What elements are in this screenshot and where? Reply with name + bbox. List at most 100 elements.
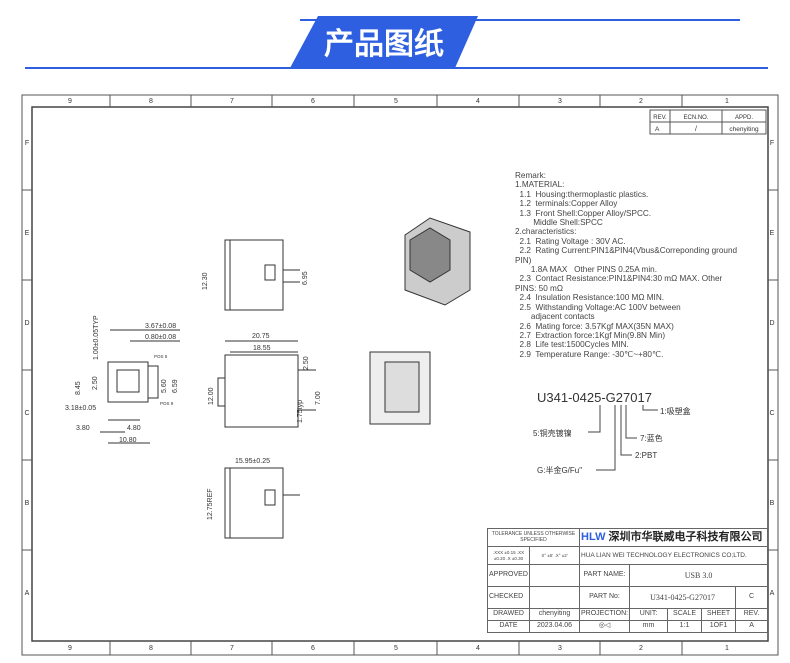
remark-line: 2.9 Temperature Range: -30℃~+80℃. [515,349,664,359]
dimension-label: 12.00 [208,387,215,405]
checked-value [528,586,581,609]
dimension-label: 7.00 [315,391,322,405]
remark-line: 2.characteristics: [515,227,577,237]
dimension-label: 8.45 [75,381,82,395]
drawed-label: DRAWED [487,608,530,621]
remark-line: 1.MATERIAL: [515,180,565,190]
row-label: D [769,320,774,327]
rev-value: A [735,620,769,633]
dimension-label: 18.55 [253,345,271,352]
page-title: 产品图纸 [324,28,444,61]
remark-line: 2.1 Rating Voltage : 30V AC. [515,236,626,246]
remark-line: Remark: [515,171,546,180]
row-label: C [769,410,774,417]
rev-label: REV. [735,608,769,621]
sheet-label: SHEET [701,608,737,621]
dimension-label: 4.80 [127,425,141,432]
date-value: 2023.04.06 [528,620,581,633]
remark-line: PINS: 50 mΩ [515,283,563,293]
remark-line: 1.2 terminals:Copper Alloy [515,199,618,209]
column-label: 8 [149,645,153,652]
dimension-label: 1.00±0.05TYP [93,315,100,360]
legend-label: 5:铜壳镀镍 [533,428,572,438]
ecn-value: / [695,126,697,133]
row-label: A [770,590,775,597]
rev-value: A [655,126,660,133]
title-block: TOLERANCE UNLESS OTHERWISE SPECIFIED HLW… [486,528,769,633]
dimension-label: 2.50 [92,376,99,390]
remark-line: adjacent contacts [515,312,595,322]
column-label: 9 [68,645,72,652]
ecn-header: ECN.NO. [683,115,708,121]
column-label: 4 [476,645,480,652]
scale-label: SCALE [667,608,703,621]
column-label: 7 [230,98,234,105]
legend-label: 7:蓝色 [640,433,663,443]
row-label: F [25,140,29,147]
column-label: 4 [476,98,480,105]
dimension-label: 15.95±0.25 [235,458,270,465]
dimension-label: 6.59 [172,379,179,393]
row-label: E [25,230,30,237]
column-label: 2 [639,98,643,105]
header-banner: 产品图纸 [25,16,768,69]
date-label: DATE [487,620,530,633]
company-name-cn: 深圳市华联威电子科技有限公司 [608,531,763,544]
tolerance-angular: X° ±5' .X° ±2' [528,546,581,565]
bottom-view [224,467,300,539]
rear-view [369,351,431,425]
appd-value: chenyiting [729,126,759,133]
side-view [217,340,316,428]
dimension-label: 3.80 [76,425,90,432]
remark-line: 2.2 Rating Current:PIN1&PIN4(Vbus&Correp… [515,246,738,256]
unit-label: UNIT: [629,608,669,621]
dimension-label: 3.67±0.08 [145,323,176,330]
part-number: U341-0425-G27017 [629,586,737,609]
sheet-value: 1OF1 [701,620,737,633]
dimension-label: 2.50 [303,356,310,370]
approved-label: APPROVED [487,564,530,587]
row-label: A [25,590,30,597]
remark-line: 1.8A MAX Other PINS 0.25A min. [515,265,657,275]
drawer-name: chenyiting [528,608,581,621]
dimension-label: 12.75REF [207,488,214,520]
revision-block: REV. ECN.NO. APPD. A / chenyiting [649,109,767,135]
remark-line: 1.1 Housing:thermoplastic plastics. [515,189,649,199]
rev-letter: C [735,586,769,609]
checked-label: CHECKED [487,586,530,609]
approved-value [528,564,581,587]
column-label: 3 [558,98,562,105]
unit-value: mm [629,620,669,633]
rev-header: REV. [653,115,667,121]
column-label: 9 [68,98,72,105]
dimension-label: 6.95 [302,271,309,285]
projection-symbol-icon: ◎◁ [579,620,631,633]
remark-line: 2.8 Life test:1500Cycles MIN. [515,340,629,350]
part-no-label: PART No: [579,586,631,609]
row-label: B [25,500,30,507]
column-label: 1 [725,645,729,652]
pos-label: POS 9 [160,401,174,406]
row-label: B [770,500,775,507]
remark-line: 2.3 Contact Resistance:PIN1&PIN4:30 mΩ M… [515,274,723,284]
remark-line: Middle Shell:SPCC [515,218,603,228]
column-label: 8 [149,98,153,105]
dimension-label: 1.75typ [297,400,304,423]
row-label: F [770,140,774,147]
front-view [100,329,180,444]
part-code-legend: U341-0425-G27017 1:吸塑盒 5:铜壳镀镍 7:蓝色 2:PBT… [533,390,691,475]
remarks-notes: Remark:1.MATERIAL: 1.1 Housing:thermopla… [515,171,737,359]
dimension-label: 3.18±0.05 [65,405,96,412]
scale-value: 1:1 [667,620,703,633]
remark-line: 1.3 Front Shell:Copper Alloy/SPCC. [515,208,652,218]
tolerance-linear: .XXX ±0.15 .XX ±0.20 .X ±0.30 [487,546,530,565]
top-view [224,239,300,311]
row-label: D [24,320,29,327]
dimension-label: 0.80±0.08 [145,334,176,341]
remark-line: 2.6 Mating force: 3.57Kgf MAX(35N MAX) [515,321,674,331]
remark-line: 2.5 Withstanding Voltage:AC 100V between [515,302,681,312]
side-view-dimensions: 20.75 18.55 12.00 2.50 7.00 1.75typ [208,333,322,423]
part-name: USB 3.0 [629,564,769,587]
